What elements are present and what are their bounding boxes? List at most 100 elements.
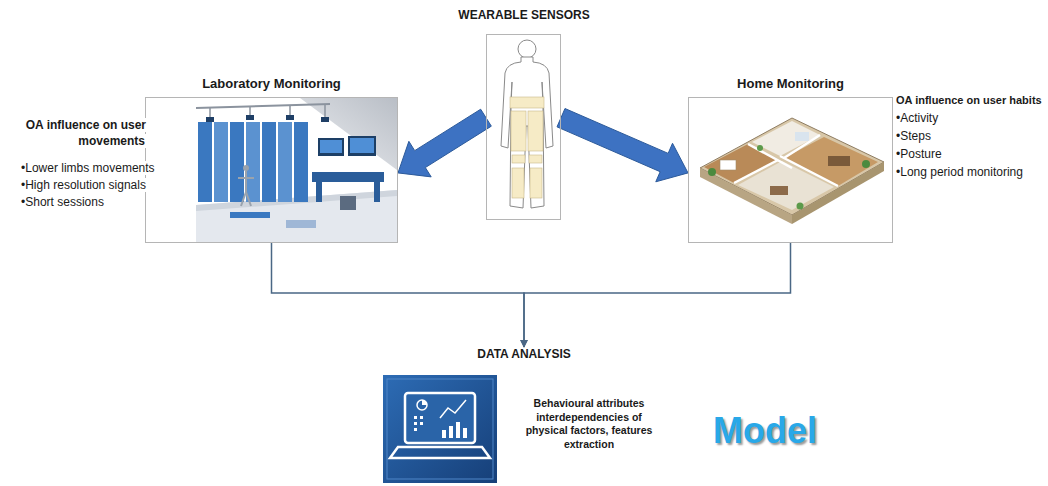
body-figure bbox=[512, 155, 525, 163]
bullet-item: •Long period monitoring bbox=[895, 165, 1045, 181]
analysis-icon bbox=[414, 428, 417, 431]
lab-illustration bbox=[278, 122, 292, 202]
body-figure bbox=[511, 111, 526, 151]
lab-illustration bbox=[374, 182, 380, 202]
home-illustration bbox=[828, 156, 850, 166]
lab-illustration bbox=[262, 122, 276, 202]
bullet-item: •High resolution signals bbox=[20, 178, 220, 194]
node-frame bbox=[688, 97, 893, 243]
lab-illustration bbox=[350, 138, 374, 153]
lab-illustration bbox=[196, 104, 330, 108]
lab-illustration bbox=[196, 98, 397, 242]
analysis-icon bbox=[463, 428, 467, 438]
home-illustration bbox=[700, 118, 884, 224]
analysis-icon bbox=[422, 400, 427, 405]
node-heading: WEARABLE SENSORS bbox=[457, 8, 592, 23]
lab-illustration bbox=[246, 192, 251, 206]
lab-illustration bbox=[324, 105, 326, 118]
body-figure bbox=[512, 168, 524, 198]
bullet-item: •Lower limbs movements bbox=[20, 161, 220, 177]
home-illustration bbox=[738, 161, 834, 210]
analysis-box: DATA ANALYSIS Behavioural attributes inte… bbox=[381, 347, 667, 483]
annotation-heading: OA influence on user habits bbox=[895, 93, 1046, 107]
lab-illustration bbox=[214, 122, 228, 202]
bullet-item: •Short sessions bbox=[20, 195, 105, 209]
model-wordmark: Model bbox=[712, 408, 862, 455]
analysis-icon bbox=[456, 422, 460, 438]
connector-line bbox=[524, 243, 791, 347]
lab-illustration bbox=[209, 108, 211, 118]
node-heading: Home Monitoring bbox=[686, 76, 895, 92]
analysis-icon bbox=[449, 426, 453, 438]
home-illustration bbox=[797, 203, 804, 210]
lab-illustration bbox=[238, 177, 254, 179]
home-illustration bbox=[757, 145, 763, 151]
lab-illustration bbox=[249, 107, 251, 116]
node-frame bbox=[383, 375, 497, 483]
body-figure bbox=[510, 97, 544, 108]
lab-illustration bbox=[243, 165, 249, 171]
lab-box: Laboratory Monitoring bbox=[143, 76, 400, 243]
lab-illustration bbox=[198, 122, 212, 202]
bullet-item: •Lower limbs movements bbox=[20, 161, 156, 175]
annotation-heading: OA influence on user movements bbox=[18, 118, 146, 149]
lab-illustration bbox=[230, 212, 270, 218]
analysis-icon bbox=[383, 375, 497, 483]
bullet-item: •Long period monitoring bbox=[895, 165, 1024, 179]
lab-illustration bbox=[300, 98, 397, 170]
node-heading: DATA ANALYSIS bbox=[381, 347, 667, 362]
lab-illustration bbox=[321, 117, 329, 122]
lab-illustration bbox=[241, 192, 246, 206]
lab-illustration bbox=[245, 171, 247, 192]
bullet-item: •Steps bbox=[895, 129, 932, 143]
lab-illustration bbox=[206, 117, 214, 122]
analysis-icon bbox=[414, 422, 417, 425]
sensor-box: WEARABLE SENSORS bbox=[457, 8, 592, 220]
lab-illustration bbox=[294, 122, 308, 202]
body-figure bbox=[529, 155, 542, 163]
lab-illustration bbox=[340, 196, 356, 210]
block-arrow bbox=[398, 109, 491, 177]
home-box: Home Monitoring bbox=[686, 76, 895, 243]
lab-illustration bbox=[318, 138, 344, 156]
lab-illustration bbox=[348, 136, 376, 156]
bullet-item: •High resolution signals bbox=[20, 178, 147, 192]
node-frame bbox=[486, 34, 561, 220]
home-illustration bbox=[720, 160, 736, 170]
node-description: Behavioural attributes interdependencies… bbox=[519, 397, 659, 452]
annotation-heading: OA influence on user habits bbox=[895, 94, 1043, 106]
analysis-icon bbox=[405, 393, 475, 443]
lab-illustration bbox=[312, 172, 384, 182]
body-figure bbox=[518, 40, 536, 58]
node-frame bbox=[145, 97, 398, 243]
home-illustration bbox=[770, 186, 788, 195]
home-illustration bbox=[862, 160, 870, 168]
bullet-item: •Short sessions bbox=[20, 195, 220, 211]
lab-illustration bbox=[289, 106, 291, 116]
connector-line bbox=[272, 243, 525, 347]
bullet-item: •Posture bbox=[895, 147, 943, 161]
home-illustration bbox=[795, 132, 809, 141]
home-illustration bbox=[734, 160, 778, 183]
model-wordmark: Model bbox=[712, 410, 818, 451]
lab-illustration bbox=[246, 122, 260, 202]
analysis-icon bbox=[390, 447, 490, 458]
lab-illustration bbox=[286, 115, 294, 120]
annotation-heading: OA influence on user movements bbox=[25, 118, 146, 148]
body-figure bbox=[501, 40, 553, 208]
body-figure bbox=[501, 57, 553, 208]
bullet-item: •Activity bbox=[895, 111, 939, 125]
home-illustration bbox=[708, 168, 716, 176]
block-arrow bbox=[557, 109, 688, 182]
body-figure bbox=[528, 111, 543, 151]
bullet-item: •Posture bbox=[895, 147, 1045, 163]
lab-illustration bbox=[286, 220, 316, 228]
bullet-item: •Steps bbox=[895, 129, 1045, 145]
home-illustration bbox=[700, 118, 884, 215]
node-heading: Laboratory Monitoring bbox=[143, 76, 400, 92]
analysis-icon bbox=[414, 416, 417, 419]
analysis-icon bbox=[440, 400, 466, 418]
lab-illustration bbox=[230, 122, 244, 202]
